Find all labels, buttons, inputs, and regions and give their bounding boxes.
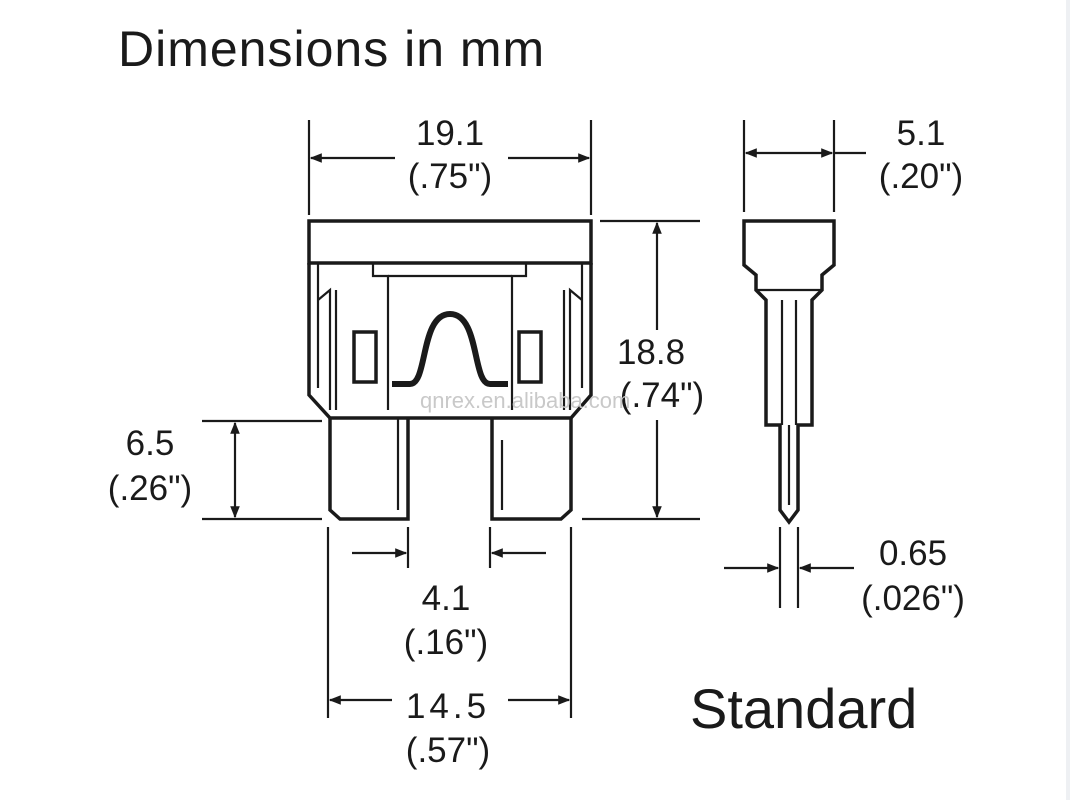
dim-width-in: (.75") xyxy=(408,157,492,196)
page-edge xyxy=(1066,0,1070,800)
fuse-side-view xyxy=(742,219,836,525)
dim-blade-thickness-in: (.026") xyxy=(861,579,965,618)
dim-blade-span-mm: 14.5 xyxy=(406,687,490,726)
dim-thickness: 5.1 (.20") xyxy=(742,114,963,212)
dim-thickness-in: (.20") xyxy=(879,157,963,196)
dim-blade-span: 14.5 (.57") xyxy=(326,527,573,770)
dim-blade-width-mm: 4.1 xyxy=(422,579,471,618)
dim-height: 18.8 (.74") xyxy=(582,219,704,521)
dim-blade-width: 4.1 (.16") xyxy=(352,527,546,662)
dim-height-mm: 18.8 xyxy=(617,333,685,372)
watermark: qnrex.en.alibaba.com xyxy=(420,388,630,413)
fuse-front-view xyxy=(307,219,593,521)
dim-blade-width-in: (.16") xyxy=(404,623,488,662)
dim-blade-span-in: (.57") xyxy=(406,731,490,770)
fuse-type-label: Standard xyxy=(690,677,917,740)
dim-height-in: (.74") xyxy=(620,376,704,415)
dim-blade-length-in: (.26") xyxy=(108,469,192,508)
dim-thickness-mm: 5.1 xyxy=(897,114,946,153)
dim-blade-length: 6.5 (.26") xyxy=(108,419,322,521)
dim-blade-thickness-mm: 0.65 xyxy=(879,534,947,573)
dim-blade-length-mm: 6.5 xyxy=(126,424,175,463)
page-title: Dimensions in mm xyxy=(118,21,545,77)
dim-width-mm: 19.1 xyxy=(416,114,484,153)
dim-blade-thickness: 0.65 (.026") xyxy=(724,527,965,618)
dim-width: 19.1 (.75") xyxy=(307,114,593,215)
